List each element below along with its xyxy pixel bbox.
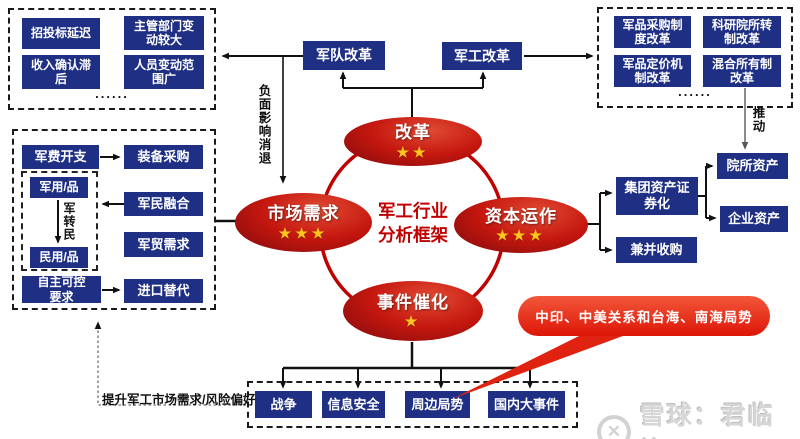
node-market-demand-label: 市场需求 — [267, 204, 340, 224]
node-military-budget: 军费开支 — [22, 145, 99, 169]
node-market-demand: 市场需求 ★★★ — [235, 193, 372, 252]
callout-bubble: 中印、中美关系和台海、南海局势 — [518, 296, 770, 336]
node-capital-operation-stars: ★★★ — [496, 227, 546, 244]
node-pricing-reform: 军品定价机 制改革 — [614, 55, 691, 87]
node-reform-label: 改革 — [395, 123, 431, 143]
node-industry-reform: 军工改革 — [442, 42, 522, 70]
node-mergers-acquisitions: 兼并收购 — [616, 237, 697, 263]
node-army-reform: 军队改革 — [303, 41, 385, 70]
node-procurement-reform: 军品采购制 度改革 — [614, 16, 691, 48]
node-arms-trade-demand: 军贸需求 — [124, 232, 203, 257]
node-import-substitution: 进口替代 — [124, 279, 203, 303]
label-push: 推动 — [750, 106, 765, 133]
node-civil-military-fusion: 军民融合 — [124, 192, 203, 216]
group-market-demand — [12, 129, 216, 310]
node-capital-operation: 资本运作 ★★★ — [454, 197, 588, 253]
node-authority-change: 主管部门变 动较大 — [124, 16, 204, 50]
node-bidding-delay: 招投标延迟 — [22, 18, 100, 49]
node-personnel-change: 人员变动范 围广 — [124, 55, 204, 89]
node-enterprise-assets: 企业资产 — [720, 206, 788, 232]
node-autonomy-requirement: 自主可控 要求 — [22, 275, 101, 304]
node-market-demand-stars: ★★★ — [278, 224, 329, 241]
label-negative-impact-fading: 负面影响消退 — [256, 84, 271, 165]
node-capital-operation-label: 资本运作 — [485, 206, 557, 226]
node-info-security: 信息安全 — [322, 391, 385, 418]
node-institute-reform: 科研院所转 制改革 — [703, 16, 781, 48]
label-promote-demand: 提升军工市场需求/风险偏好 — [102, 393, 256, 407]
node-military-products: 军用/品 — [30, 177, 88, 198]
snowball-logo-icon: ✕ — [597, 415, 631, 439]
group-negative-impacts — [8, 8, 216, 110]
node-event-catalyst-stars: ★ — [404, 313, 422, 330]
node-asset-securitization: 集团资产证 券化 — [616, 177, 698, 215]
label-mil-convert-civil: 军转民 — [62, 202, 76, 241]
group-mil-to-civil — [21, 171, 98, 271]
node-civil-products: 民用/品 — [30, 247, 88, 268]
ellipsis-top-left: ...... — [95, 86, 129, 101]
group-event-catalysts — [247, 381, 578, 428]
ellipsis-top-right: ...... — [678, 84, 712, 99]
watermark: ✕ 雪球：君临策 — [597, 396, 800, 439]
node-revenue-lag: 收入确认滞 后 — [22, 55, 100, 89]
node-regional-situation: 周边局势 — [405, 391, 470, 418]
watermark-text: 雪球：君临策 — [639, 402, 775, 439]
node-reform-stars: ★★ — [396, 143, 430, 160]
node-domestic-events: 国内大事件 — [488, 391, 565, 418]
node-institute-assets: 院所资产 — [717, 153, 788, 179]
node-reform: 改革 ★★ — [344, 117, 482, 166]
node-event-catalyst: 事件催化 ★ — [343, 281, 483, 341]
node-war: 战争 — [255, 391, 312, 418]
node-equipment-procurement: 装备采购 — [124, 145, 203, 169]
node-event-catalyst-label: 事件催化 — [377, 292, 449, 312]
framework-title: 军工行业 分析框架 — [378, 201, 448, 245]
group-reform-measures — [597, 7, 793, 108]
node-mixed-ownership-reform: 混合所有制 改革 — [703, 55, 781, 87]
